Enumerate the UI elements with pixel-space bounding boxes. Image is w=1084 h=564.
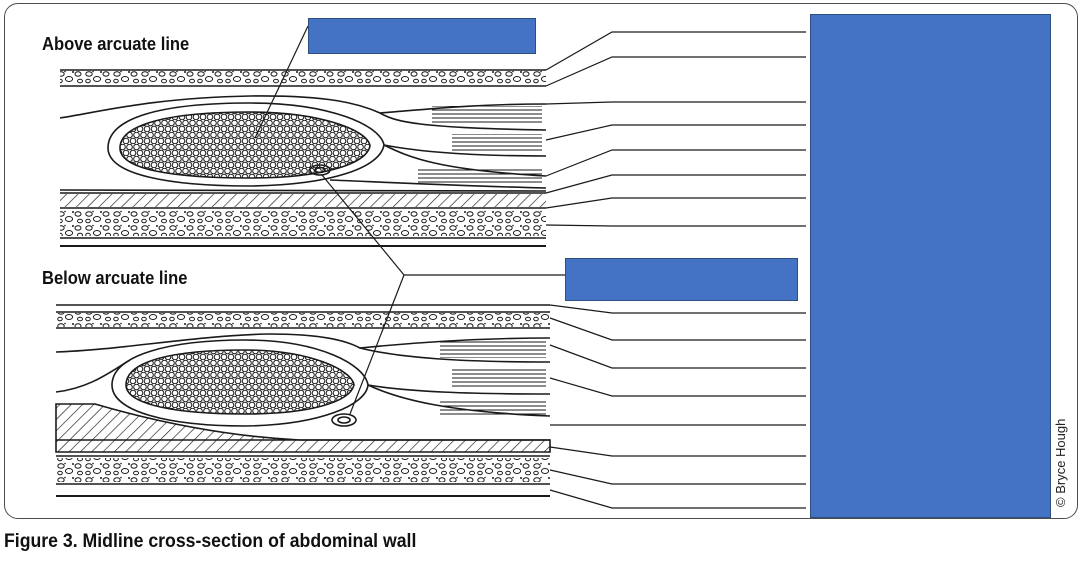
bottom-preperitoneal-fat (56, 458, 550, 482)
transversus-fibers (418, 168, 542, 184)
top-transversalis-fascia (60, 194, 546, 207)
bottom-epigastric-vessel (331, 413, 357, 427)
figure-caption: Figure 3. Midline cross-section of abdom… (4, 531, 417, 552)
top-skin-fat-layer (60, 71, 546, 85)
figure-panel (4, 3, 1078, 519)
top-preperitoneal-fat (60, 210, 546, 236)
top-epigastric-vessel (309, 164, 331, 176)
external-oblique-fibers (432, 106, 542, 124)
hidden-label-box-top (308, 18, 536, 54)
internal-oblique-fibers (452, 134, 542, 152)
copyright-credit: © Bryce Hough (1053, 418, 1068, 507)
bottom-oblique-fibers (440, 340, 546, 358)
below-arcuate-diagram (55, 304, 551, 497)
section-label-above-arcuate: Above arcuate line (42, 34, 190, 54)
above-arcuate-diagram (59, 69, 547, 247)
section-label-below-arcuate: Below arcuate line (42, 268, 188, 288)
pointer-lines (254, 25, 806, 509)
hidden-label-box-middle (565, 258, 798, 301)
rectus-abdominis-muscle (119, 111, 371, 179)
bottom-skin-fat-layer (56, 313, 550, 327)
hidden-legend-box (810, 14, 1051, 518)
bottom-rectus-abdominis-muscle (125, 349, 355, 415)
